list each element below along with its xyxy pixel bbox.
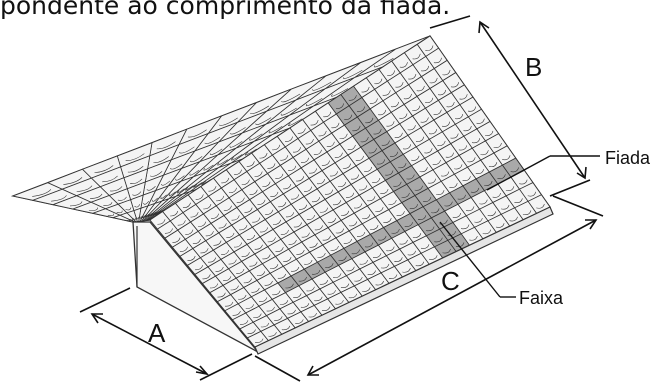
label-fiada: Fiada	[605, 148, 651, 168]
caption-text: pondente ao comprimento da fiada.	[0, 0, 451, 20]
label-faixa: Faixa	[519, 288, 564, 308]
label-a: A	[148, 318, 166, 348]
roof-eave-edge	[254, 206, 554, 355]
front-roof-plane	[149, 35, 551, 348]
dimension-a	[79, 287, 253, 381]
dimension-b	[429, 15, 591, 197]
leader-faixa	[439, 221, 516, 298]
label-c: C	[441, 266, 460, 296]
leader-fiada	[486, 155, 600, 191]
label-b: B	[525, 52, 542, 82]
dimension-c	[254, 195, 604, 382]
